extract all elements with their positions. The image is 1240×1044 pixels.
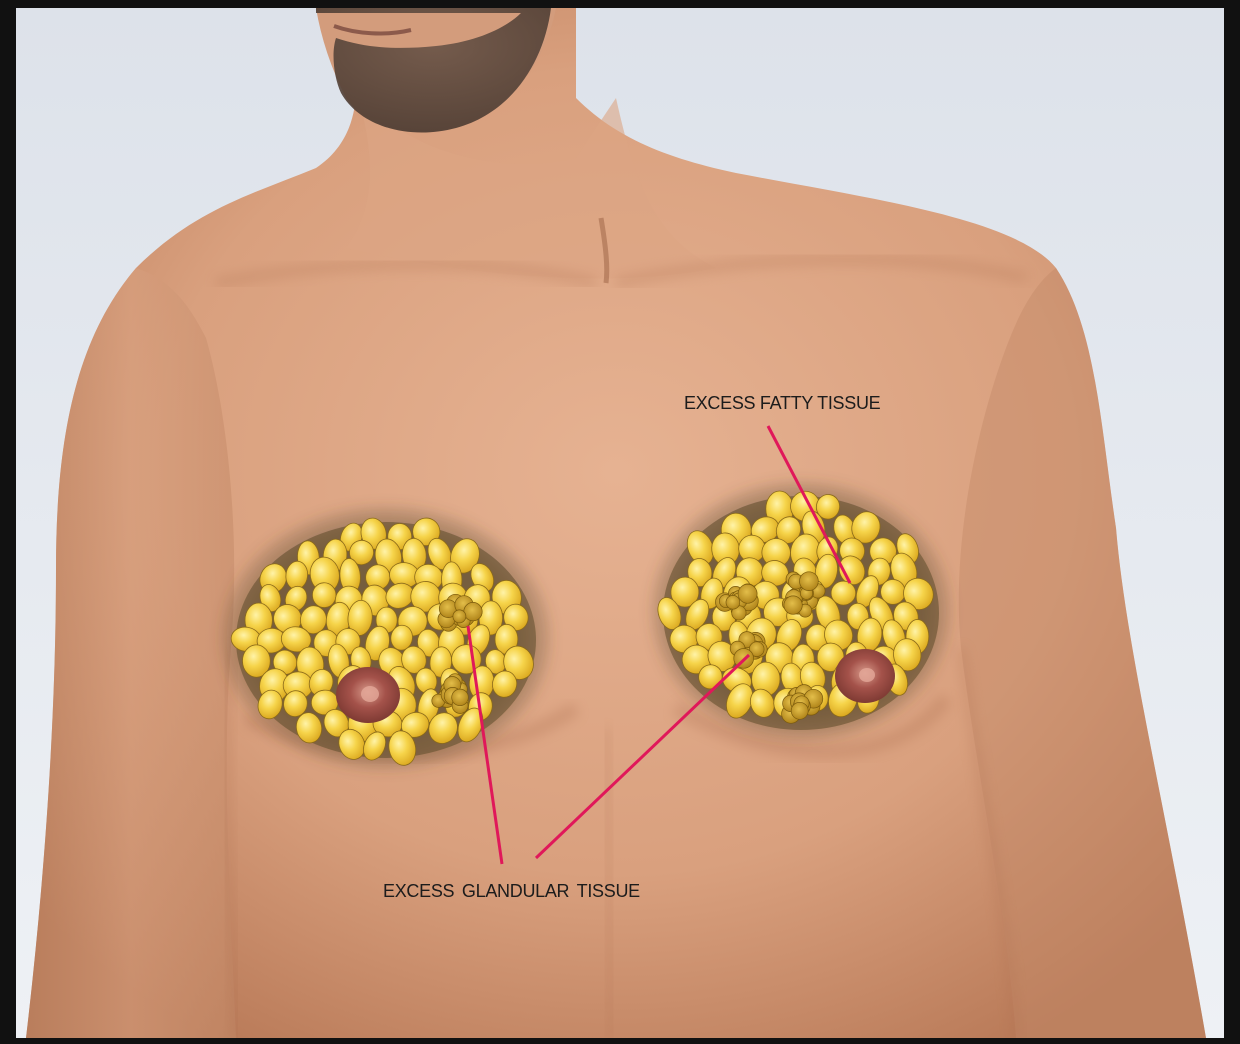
illustration-scene: EXCESS FATTY TISSUE EXCESS GLANDULAR TIS… (16, 8, 1224, 1038)
left-fat-pocket (221, 506, 551, 770)
excess-glandular-tissue-label: EXCESS GLANDULAR TISSUE (383, 881, 640, 902)
right-fat-pocket (651, 481, 951, 741)
excess-fatty-tissue-label: EXCESS FATTY TISSUE (684, 393, 880, 414)
